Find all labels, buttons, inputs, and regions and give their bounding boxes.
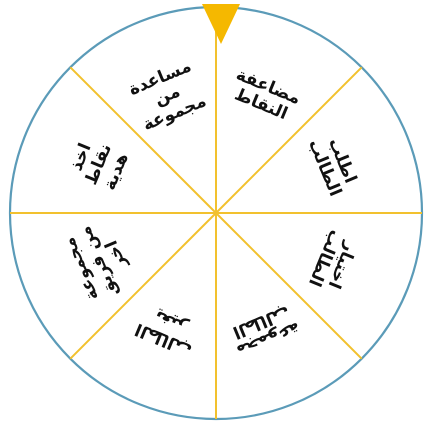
wheel-segment-6[interactable]: مجموعةمن فريقاخر: [57, 216, 139, 308]
wheel-divider: [215, 212, 363, 360]
wheel-pointer: [202, 4, 240, 44]
wheel-segment-label: مجموعةمن فريقاخر: [57, 216, 139, 308]
wheel-dividers: [10, 7, 422, 419]
wheel-divider: [215, 66, 363, 214]
wheel-divider: [69, 212, 217, 360]
wheel-divider: [69, 66, 217, 214]
